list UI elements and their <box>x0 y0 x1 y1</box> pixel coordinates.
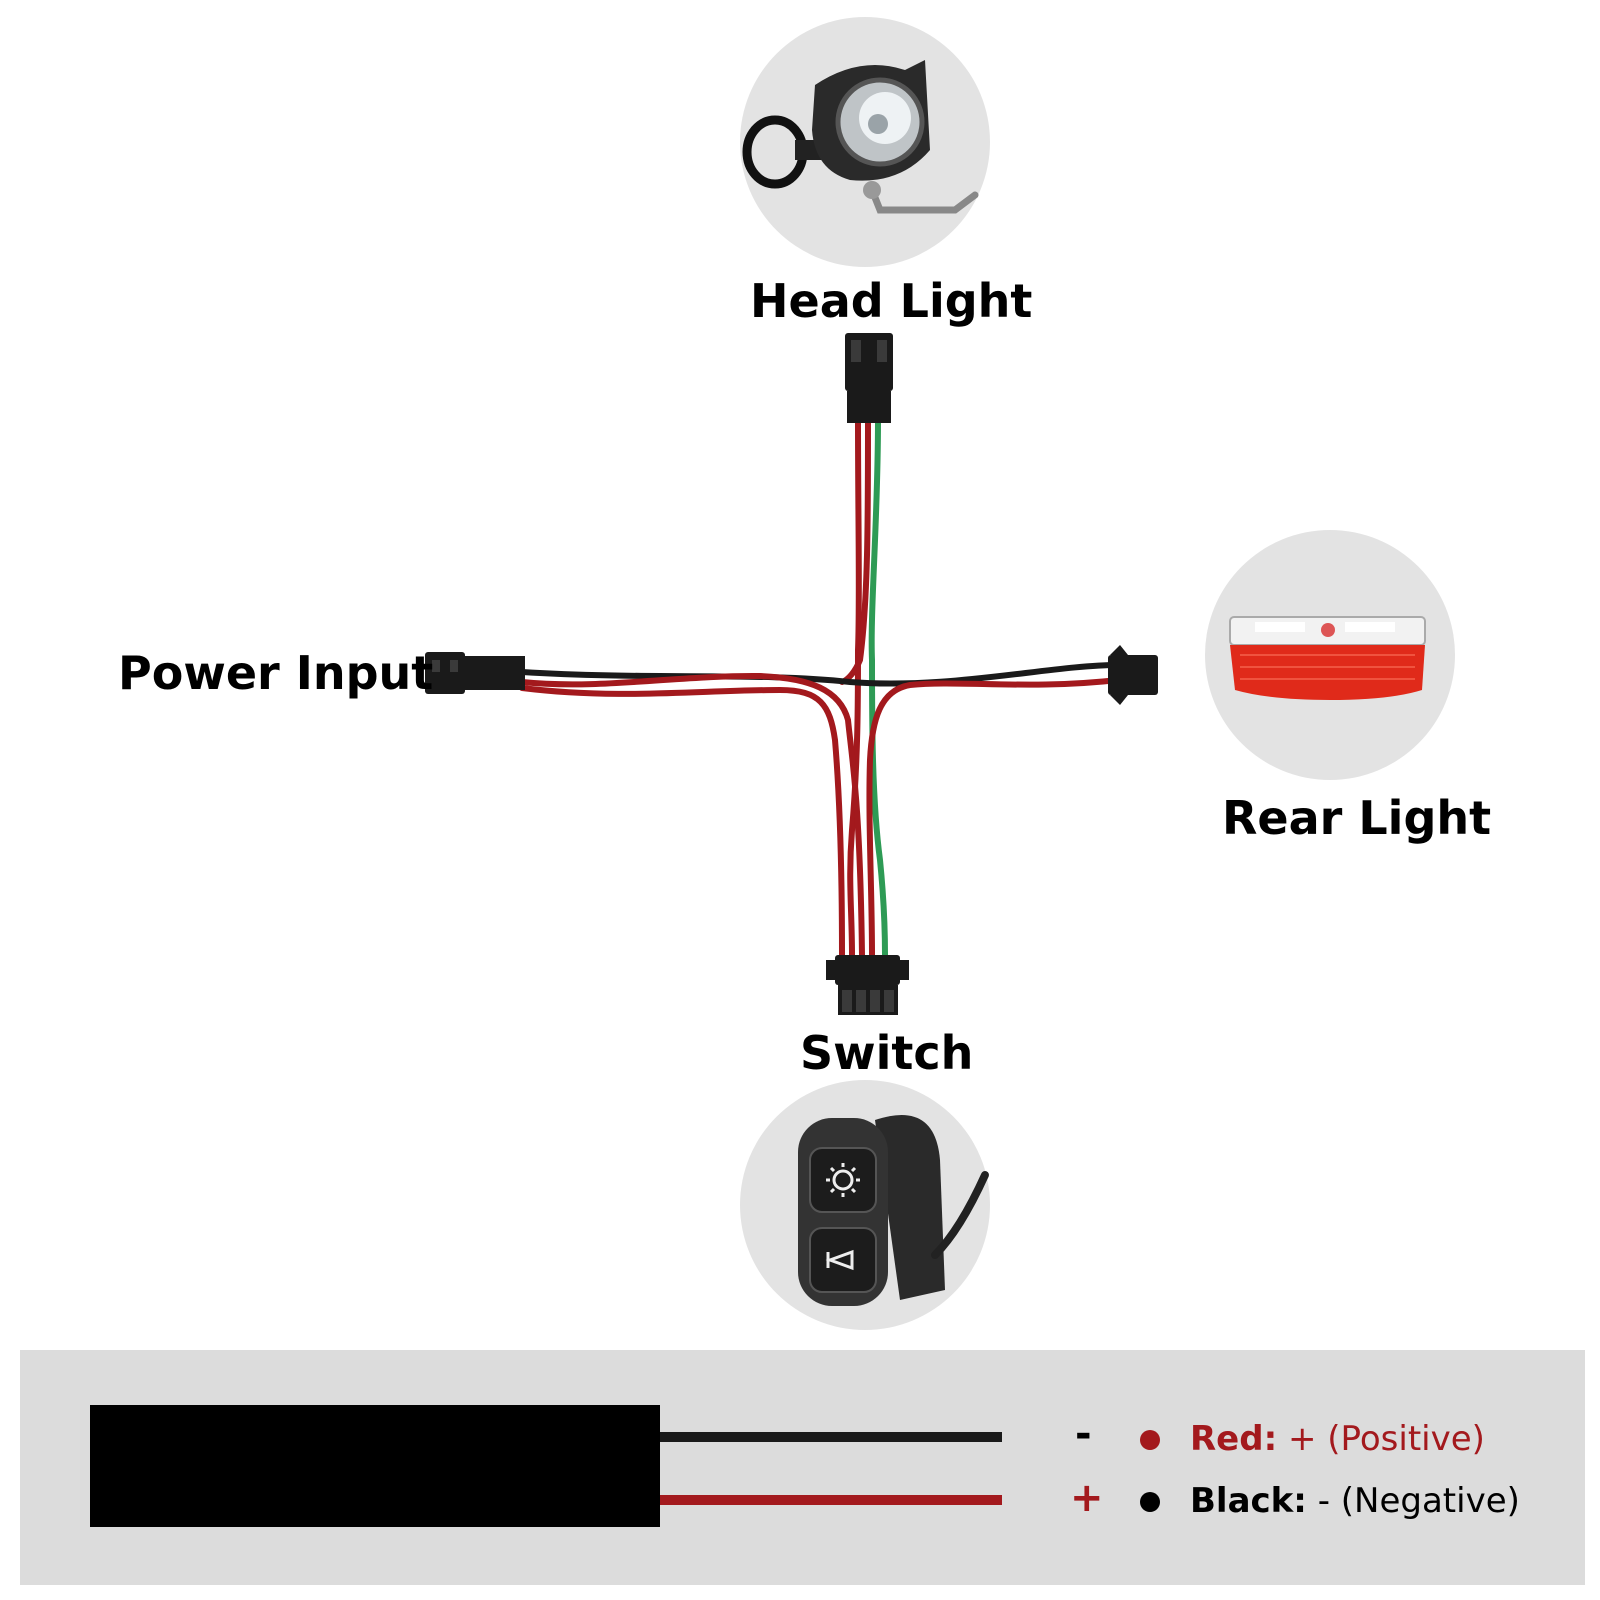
legend-red-row: Red: + (Positive) <box>1190 1422 1485 1456</box>
legend-red-desc: + (Positive) <box>1288 1419 1485 1459</box>
power-input-label: Power Input <box>118 646 434 700</box>
plus-sign: + <box>1070 1475 1104 1521</box>
legend-block <box>90 1405 660 1527</box>
head-light-black-wire <box>839 417 871 685</box>
rear-light-label: Rear Light <box>1222 791 1492 845</box>
power-red-wire-2 <box>519 685 845 958</box>
legend-black-desc: - (Negative) <box>1317 1481 1520 1521</box>
head-light-green-wire <box>868 417 888 958</box>
legend-red-wire <box>660 1495 1002 1505</box>
legend-black-key: Black: <box>1190 1481 1307 1521</box>
legend-black-row: Black: - (Negative) <box>1190 1484 1520 1518</box>
black-dot-icon <box>1140 1492 1160 1512</box>
handlebar-switch-icon <box>798 1115 989 1306</box>
head-light-red-wire <box>847 417 862 958</box>
legend-black-wire <box>660 1432 1002 1442</box>
red-dot-icon <box>1140 1430 1160 1450</box>
power-black-wire <box>519 662 1121 687</box>
wire-color-legend: - + Red: + (Positive) Black: - (Negative… <box>20 1350 1585 1585</box>
connector-icon <box>425 333 1158 1015</box>
minus-sign: - <box>1075 1411 1092 1457</box>
wire-harness <box>519 417 1121 958</box>
legend-red-key: Red: <box>1190 1419 1278 1459</box>
head-light-icon <box>742 60 979 214</box>
power-red-wire <box>519 672 865 958</box>
switch-label: Switch <box>800 1026 974 1080</box>
head-light-label: Head Light <box>750 274 1033 328</box>
rear-red-wire <box>866 677 1121 958</box>
rear-light-icon <box>1229 616 1426 700</box>
